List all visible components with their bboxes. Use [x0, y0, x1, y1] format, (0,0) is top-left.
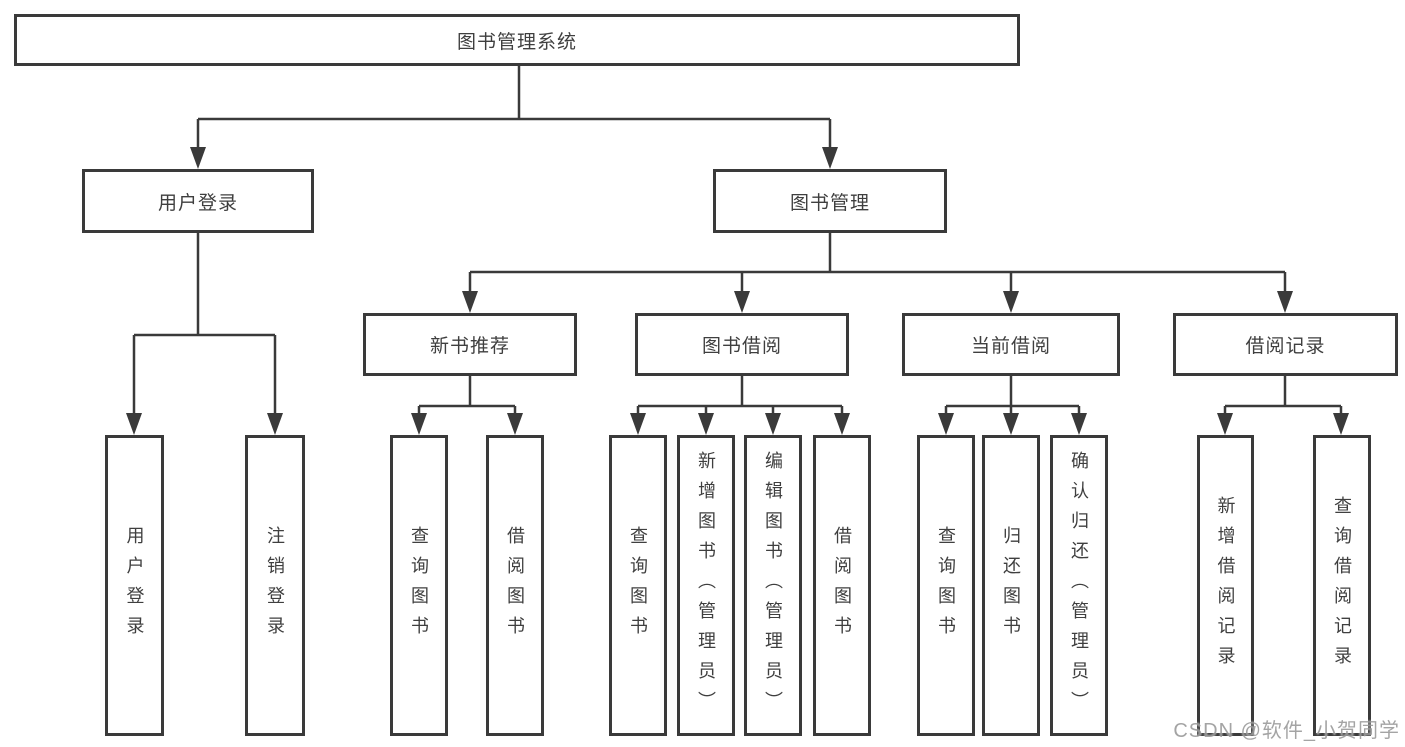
node-leaf-query-books-3: 查询图书: [917, 435, 975, 736]
node-leaf-borrow-books-1: 借阅图书: [486, 435, 544, 736]
node-leaf-logout: 注销登录: [245, 435, 305, 736]
tree-edges: [132, 66, 1343, 415]
node-current-borrowing: 当前借阅: [902, 313, 1120, 376]
csdn-watermark: CSDN @软件_小贺同学: [1173, 720, 1400, 742]
node-leaf-query-borrow-record: 查询借阅记录: [1313, 435, 1371, 736]
node-library-management-system: 图书管理系统: [14, 14, 1020, 66]
node-leaf-borrow-books-2: 借阅图书: [813, 435, 871, 736]
node-leaf-add-books-admin: 新增图书（管理员）: [677, 435, 735, 736]
arrowheads: [126, 147, 1349, 435]
node-user-login: 用户登录: [82, 169, 314, 233]
node-book-management: 图书管理: [713, 169, 947, 233]
node-leaf-add-borrow-record: 新增借阅记录: [1197, 435, 1254, 736]
node-borrowing-records: 借阅记录: [1173, 313, 1398, 376]
node-book-borrowing: 图书借阅: [635, 313, 849, 376]
node-new-book-recommendation: 新书推荐: [363, 313, 577, 376]
node-leaf-query-books-1: 查询图书: [390, 435, 448, 736]
node-leaf-query-books-2: 查询图书: [609, 435, 667, 736]
node-leaf-user-login: 用户登录: [105, 435, 164, 736]
node-leaf-return-books: 归还图书: [982, 435, 1040, 736]
node-leaf-confirm-return-admin: 确认归还（管理员）: [1050, 435, 1108, 736]
node-leaf-edit-books-admin: 编辑图书（管理员）: [744, 435, 802, 736]
